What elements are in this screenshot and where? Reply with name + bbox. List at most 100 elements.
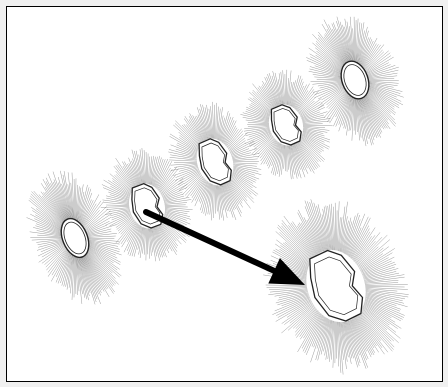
spoke-line: [41, 243, 63, 252]
spoke-line: [75, 257, 76, 294]
spoke-line: [349, 320, 367, 367]
spoke-line: [134, 227, 142, 257]
spoke-line: [369, 81, 399, 83]
lumen-outer-outline: [271, 105, 301, 145]
spoke-line: [246, 111, 269, 119]
spoke-line: [30, 214, 61, 230]
spoke-line: [286, 70, 287, 105]
spoke-line: [315, 66, 341, 75]
spoke-line: [193, 115, 205, 140]
spoke-line: [365, 285, 408, 286]
spoke-line: [358, 31, 364, 64]
spoke-line: [311, 81, 342, 82]
spoke-line: [358, 22, 364, 63]
spoke-line: [369, 82, 398, 86]
spoke-line: [168, 152, 196, 158]
spoke-line: [76, 185, 78, 220]
spoke-line: [31, 207, 61, 228]
spoke-line: [70, 256, 73, 294]
lumen-outer-outline: [310, 251, 363, 322]
spoke-line: [365, 286, 404, 287]
spoke-line: [146, 152, 147, 184]
spoke-line: [243, 113, 269, 120]
direction-arrow: [146, 212, 305, 285]
spoke-line: [292, 145, 302, 178]
spoke-line: [170, 155, 197, 159]
spoke-line: [175, 123, 199, 146]
spoke-line: [157, 161, 172, 189]
spoke-line: [301, 138, 325, 160]
spoke-line: [326, 33, 345, 64]
spoke-line: [324, 207, 331, 250]
spoke-line: [350, 218, 370, 258]
spoke-line: [354, 17, 355, 62]
spoke-line: [365, 50, 383, 70]
spoke-line: [309, 48, 342, 71]
spoke-line: [303, 124, 323, 125]
spoke-line: [336, 94, 348, 118]
spoke-line: [104, 202, 130, 204]
spoke-line: [359, 314, 381, 341]
spoke-line: [365, 52, 384, 71]
spoke-line: [155, 159, 168, 188]
spoke-line: [298, 92, 315, 112]
spoke-line: [368, 92, 395, 116]
spoke-line: [366, 293, 403, 301]
spoke-line: [261, 140, 276, 161]
spoke-line: [87, 225, 107, 233]
spoke-line: [216, 103, 217, 139]
spoke-line: [294, 85, 306, 109]
spoke-line: [303, 121, 330, 124]
spoke-line: [108, 192, 129, 200]
spoke-line: [283, 243, 310, 265]
spoke-line: [366, 295, 408, 307]
spoke-line: [165, 207, 188, 208]
spoke-line: [106, 205, 129, 206]
spoke-line: [227, 183, 239, 205]
spoke-line: [136, 151, 142, 184]
spoke-line: [333, 321, 335, 368]
spoke-line: [353, 228, 375, 261]
spoke-line: [216, 107, 218, 140]
spoke-line: [356, 99, 358, 132]
spoke-line: [318, 88, 344, 108]
spoke-line: [316, 318, 328, 360]
spoke-line: [179, 173, 201, 191]
spoke-line: [146, 228, 147, 260]
spoke-line: [369, 78, 395, 79]
spoke-line: [354, 98, 355, 130]
spoke-line: [147, 154, 148, 184]
spoke-line: [88, 239, 119, 241]
spoke-line: [302, 112, 328, 120]
spoke-line: [252, 84, 273, 110]
spoke-line: [346, 97, 352, 129]
spoke-line: [353, 28, 355, 61]
spoke-line: [78, 192, 84, 221]
spoke-line: [169, 160, 197, 161]
spoke-line: [369, 83, 402, 91]
spoke-line: [247, 131, 270, 140]
panel-zoom: [263, 199, 409, 374]
spoke-line: [87, 225, 116, 234]
spoke-line: [346, 321, 359, 365]
spoke-line: [253, 98, 271, 113]
spoke-line: [75, 178, 76, 219]
spoke-line: [116, 174, 132, 191]
spoke-line: [230, 178, 254, 203]
spoke-line: [66, 255, 72, 287]
spoke-line: [326, 320, 332, 360]
spoke-line: [233, 163, 257, 164]
spoke-line: [214, 185, 215, 218]
spoke-line: [106, 208, 129, 210]
spoke-line: [121, 222, 136, 244]
figure-canvas: [6, 6, 443, 382]
spoke-line: [165, 212, 191, 220]
spoke-line: [102, 185, 130, 198]
spoke-line: [101, 207, 129, 208]
spoke-line: [261, 140, 277, 164]
spoke-line: [30, 237, 62, 238]
spoke-line: [346, 97, 352, 135]
spoke-line: [42, 196, 63, 223]
spoke-line: [362, 261, 392, 274]
